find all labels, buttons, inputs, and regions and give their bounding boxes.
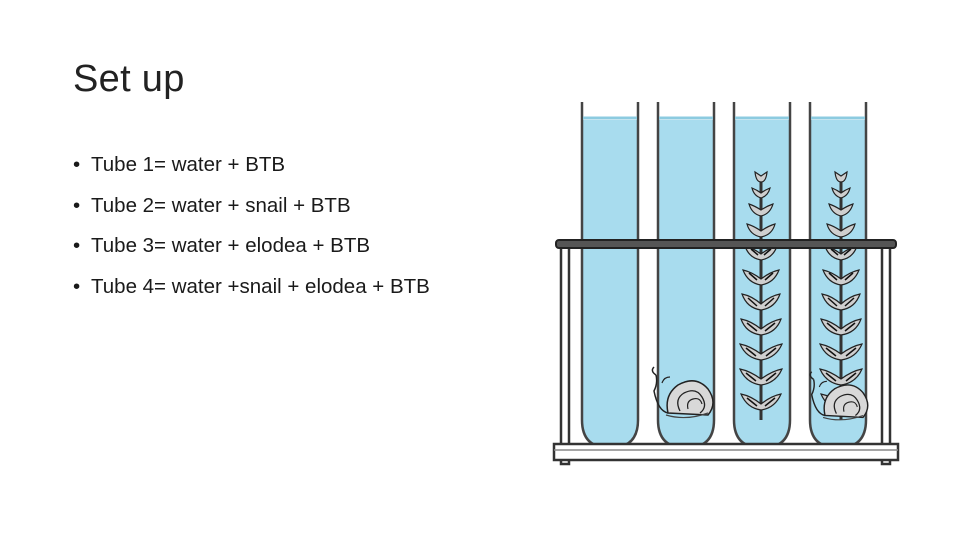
bullet-item-tube-2: • Tube 2= water + snail + BTB (73, 186, 430, 227)
bullet-icon: • (73, 153, 81, 176)
bullet-item-tube-4: • Tube 4= water +snail + elodea + BTB (73, 267, 430, 308)
bullet-icon: • (73, 193, 81, 217)
test-tube-rack-illustration (548, 98, 904, 475)
bullet-text: Tube 2= water + snail + BTB (91, 193, 351, 217)
bullet-icon: • (73, 274, 81, 298)
bullet-list: • Tube 1= water + BTB • Tube 2= water + … (73, 145, 430, 307)
rack-top-bar (555, 239, 897, 249)
bullet-icon: • (73, 234, 81, 257)
test-tube-2 (656, 102, 716, 450)
bullet-item-tube-1: • Tube 1= water + BTB (73, 145, 430, 186)
bullet-text: Tube 3= water + elodea + BTB (91, 234, 371, 257)
bullet-text: Tube 4= water +snail + elodea + BTB (91, 274, 430, 298)
rack-base (552, 442, 900, 462)
bullet-item-tube-3: • Tube 3= water + elodea + BTB (73, 226, 430, 267)
test-tube-rack-svg (552, 102, 900, 466)
test-tube-1 (580, 102, 640, 450)
slide-title: Set up (73, 58, 185, 100)
bullet-text: Tube 1= water + BTB (91, 153, 286, 176)
